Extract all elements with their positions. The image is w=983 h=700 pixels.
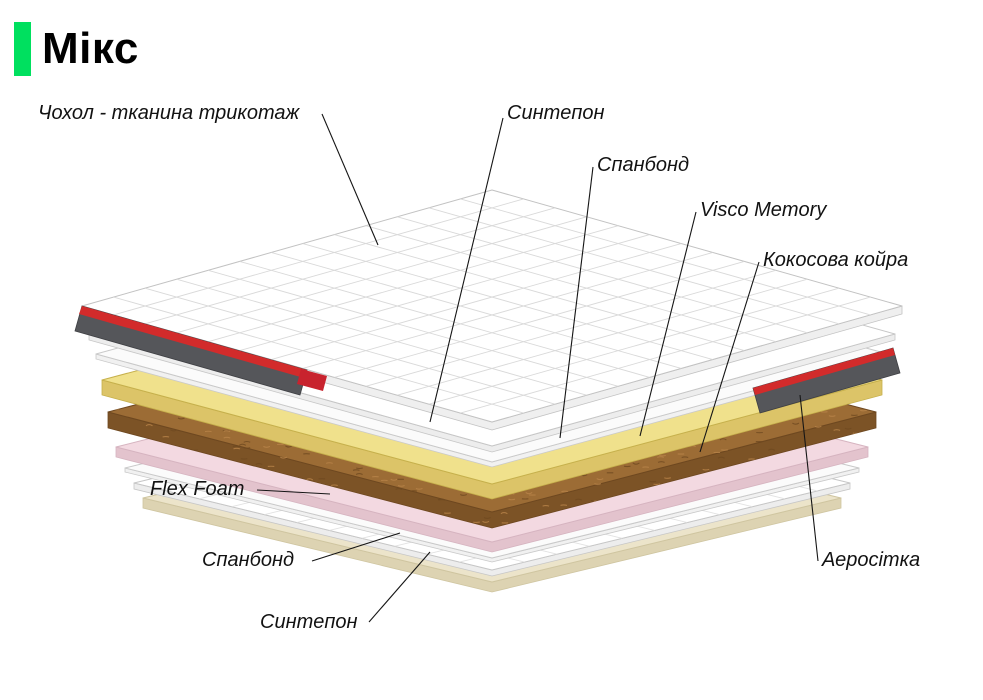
- side-band-right: [752, 347, 901, 414]
- label-spanbond-bottom: Спанбонд: [202, 549, 295, 571]
- accent-bar: [14, 22, 31, 76]
- label-coir: Кокосова койра: [763, 249, 909, 271]
- cover-side-bands: [74, 305, 901, 414]
- leader-line-cover: [321, 113, 379, 246]
- label-spanbond-top: Спанбонд: [597, 154, 690, 176]
- label-visco: Visco Memory: [700, 199, 827, 221]
- leader-line-spanbond-bottom: [311, 532, 401, 562]
- leader-line-aerositka: [799, 394, 819, 562]
- label-sintepon-bottom: Синтепон: [260, 611, 358, 633]
- leader-line-spanbond-top: [559, 166, 594, 439]
- label-aerositka: Аеросітка: [822, 549, 921, 571]
- leader-lines: [256, 113, 819, 623]
- label-sintepon-top: Синтепон: [507, 102, 605, 124]
- quilt-pattern: [113, 198, 871, 414]
- brand-tag: [297, 369, 327, 391]
- leader-line-coir: [699, 261, 760, 453]
- leader-line-visco: [639, 211, 697, 437]
- leader-line-sintepon-bottom: [368, 551, 431, 623]
- label-flex-foam: Flex Foam: [150, 478, 245, 500]
- page-title: Мікс: [42, 24, 139, 73]
- piping-right: [753, 348, 895, 395]
- title-block: Мікс: [14, 22, 139, 76]
- leader-line-sintepon-top: [429, 117, 504, 423]
- piping-left: [79, 306, 307, 378]
- leader-line-flex-foam: [256, 489, 331, 495]
- label-cover: Чохол - тканина трикотаж: [38, 102, 300, 124]
